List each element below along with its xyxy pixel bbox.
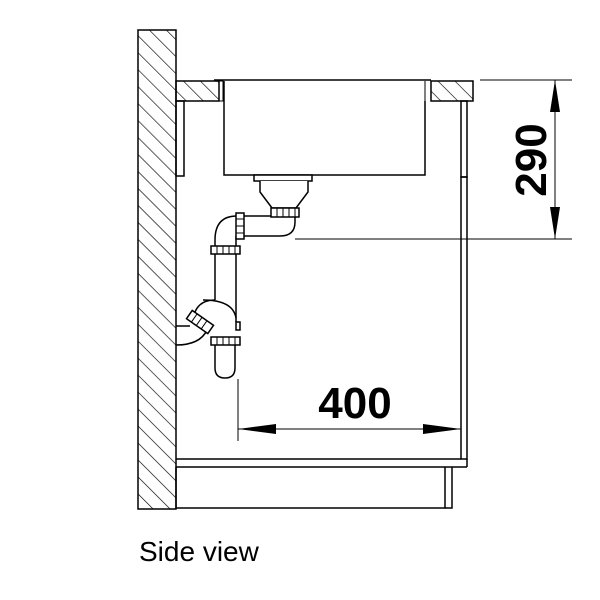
countertop-right (430, 80, 474, 102)
dimension-290-label: 290 (507, 123, 556, 196)
cabinet-base (175, 458, 468, 509)
cabinet-side-panel (460, 100, 468, 460)
countertop-left (175, 80, 220, 177)
caption-side-view: Side view (139, 536, 259, 567)
dimension-290: 290 (295, 79, 572, 240)
dimension-400: 400 (237, 379, 461, 441)
sink-bowl (214, 79, 431, 176)
dimension-400-label: 400 (318, 379, 391, 428)
drain-strainer (253, 174, 313, 218)
wall (137, 29, 177, 510)
siphon-trap (175, 212, 296, 379)
